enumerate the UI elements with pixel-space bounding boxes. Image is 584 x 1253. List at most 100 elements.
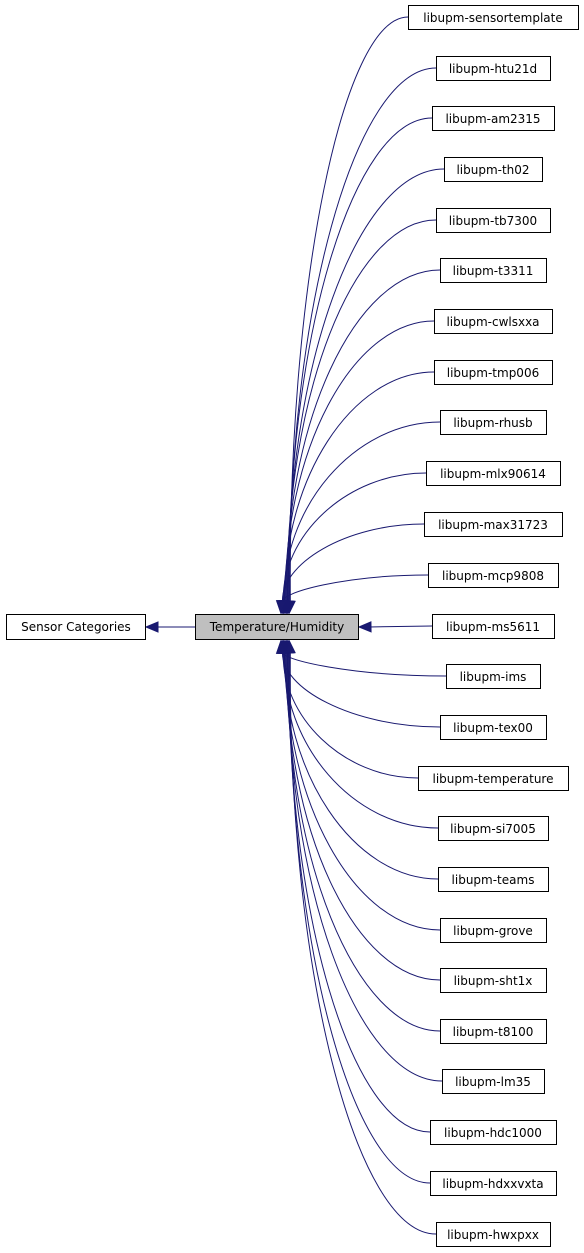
child-node-label: libupm-rhusb xyxy=(453,416,532,430)
child-node[interactable]: libupm-cwlsxxa xyxy=(434,309,553,334)
child-node[interactable]: libupm-mcp9808 xyxy=(428,563,559,588)
child-node-box xyxy=(430,1120,557,1145)
child-node[interactable]: libupm-lm35 xyxy=(442,1069,545,1094)
child-node[interactable]: libupm-teams xyxy=(438,867,549,892)
current-node: Temperature/Humidity xyxy=(195,614,359,640)
child-node[interactable]: libupm-th02 xyxy=(444,157,543,182)
child-node[interactable]: libupm-sensortemplate xyxy=(408,5,579,30)
child-node[interactable]: libupm-am2315 xyxy=(432,106,555,131)
edge-line xyxy=(368,625,433,628)
parent-edge xyxy=(144,621,195,633)
child-node-box xyxy=(440,968,547,993)
child-node[interactable]: libupm-temperature xyxy=(418,766,569,791)
edge-line xyxy=(281,650,447,677)
child-node-label: libupm-t3311 xyxy=(453,264,534,278)
edge-line xyxy=(282,472,427,604)
child-node-box xyxy=(440,715,547,740)
inheritance-edge xyxy=(281,219,437,615)
inheritance-edge xyxy=(282,117,433,615)
edge-line xyxy=(289,650,437,1235)
child-node-label: libupm-max31723 xyxy=(438,518,548,532)
child-node-box xyxy=(432,106,555,131)
edge-line xyxy=(288,117,433,604)
edge-line xyxy=(288,650,431,1133)
edge-line xyxy=(285,650,441,931)
child-node-label: libupm-ims xyxy=(460,670,527,684)
edge-line xyxy=(286,650,441,1032)
child-node[interactable]: libupm-t3311 xyxy=(440,258,547,283)
child-node[interactable]: libupm-hdxxvxta xyxy=(430,1171,557,1196)
child-node-box xyxy=(408,5,579,30)
child-node[interactable]: libupm-tmp006 xyxy=(434,360,553,385)
inheritance-edge xyxy=(278,371,435,615)
child-node-label: libupm-am2315 xyxy=(445,112,540,126)
child-node-label: libupm-tb7300 xyxy=(449,214,537,228)
child-node-label: libupm-lm35 xyxy=(455,1075,531,1089)
child-node[interactable]: libupm-tb7300 xyxy=(436,208,551,233)
child-node-box xyxy=(424,512,563,537)
child-node-label: libupm-hwxpxx xyxy=(447,1228,539,1242)
child-node-box xyxy=(432,614,555,639)
inheritance-edge xyxy=(275,639,447,677)
child-node-label: libupm-tex00 xyxy=(453,721,533,735)
child-node-box xyxy=(442,1069,545,1094)
inheritance-edge xyxy=(276,639,441,728)
edge-line xyxy=(284,371,435,604)
edges-layer xyxy=(144,16,447,1235)
edge-line xyxy=(289,16,409,604)
child-node[interactable]: libupm-si7005 xyxy=(438,816,549,841)
child-node-label: libupm-mlx90614 xyxy=(440,467,546,481)
child-node-box xyxy=(434,360,553,385)
edge-line xyxy=(289,650,431,1184)
edge-line xyxy=(281,574,429,604)
edge-line xyxy=(287,650,443,1082)
current-node-box xyxy=(195,614,359,640)
current-node-label: Temperature/Humidity xyxy=(209,620,344,634)
child-node[interactable]: libupm-grove xyxy=(440,918,547,943)
child-node[interactable]: libupm-sht1x xyxy=(440,968,547,993)
child-node-box xyxy=(440,258,547,283)
child-node-box xyxy=(418,766,569,791)
child-node-label: libupm-hdxxvxta xyxy=(442,1177,543,1191)
child-node-box xyxy=(446,664,541,689)
child-node-label: libupm-htu21d xyxy=(449,62,537,76)
child-node[interactable]: libupm-t8100 xyxy=(440,1019,547,1044)
child-node-box xyxy=(430,1171,557,1196)
parent-node[interactable]: Sensor Categories xyxy=(6,614,146,640)
child-node[interactable]: libupm-ms5611 xyxy=(432,614,555,639)
child-node[interactable]: libupm-hdc1000 xyxy=(430,1120,557,1145)
inheritance-edge xyxy=(284,639,437,1235)
child-node-box xyxy=(440,918,547,943)
child-node-box xyxy=(438,816,549,841)
child-node-box xyxy=(444,157,543,182)
child-node[interactable]: libupm-hwxpxx xyxy=(436,1222,551,1247)
parent-node-label: Sensor Categories xyxy=(21,620,131,634)
child-node-label: libupm-sht1x xyxy=(454,974,533,988)
child-node[interactable]: libupm-rhusb xyxy=(440,410,547,435)
inheritance-edge xyxy=(282,168,445,615)
child-node[interactable]: libupm-htu21d xyxy=(436,56,551,81)
child-node[interactable]: libupm-mlx90614 xyxy=(426,461,561,486)
edge-line xyxy=(283,421,441,604)
edge-arrowhead xyxy=(284,639,296,654)
child-node[interactable]: libupm-ims xyxy=(446,664,541,689)
child-node-box xyxy=(434,309,553,334)
child-node-box xyxy=(436,56,551,81)
inheritance-edge xyxy=(277,639,419,779)
child-node-box xyxy=(428,563,559,588)
edge-line xyxy=(287,168,445,604)
child-node[interactable]: libupm-max31723 xyxy=(424,512,563,537)
edge-line xyxy=(285,320,435,604)
child-node-box xyxy=(440,410,547,435)
inheritance-edge xyxy=(282,639,443,1082)
edge-line xyxy=(283,650,439,829)
child-node[interactable]: libupm-tex00 xyxy=(440,715,547,740)
edge-line xyxy=(282,523,425,604)
nodes-layer: Sensor Categories Temperature/Humidity l… xyxy=(6,5,579,1247)
edge-arrowhead xyxy=(275,600,288,615)
inheritance-edge xyxy=(281,639,441,1032)
child-node-label: libupm-teams xyxy=(452,873,535,887)
child-node-box xyxy=(436,1222,551,1247)
inheritance-edge xyxy=(284,16,409,615)
